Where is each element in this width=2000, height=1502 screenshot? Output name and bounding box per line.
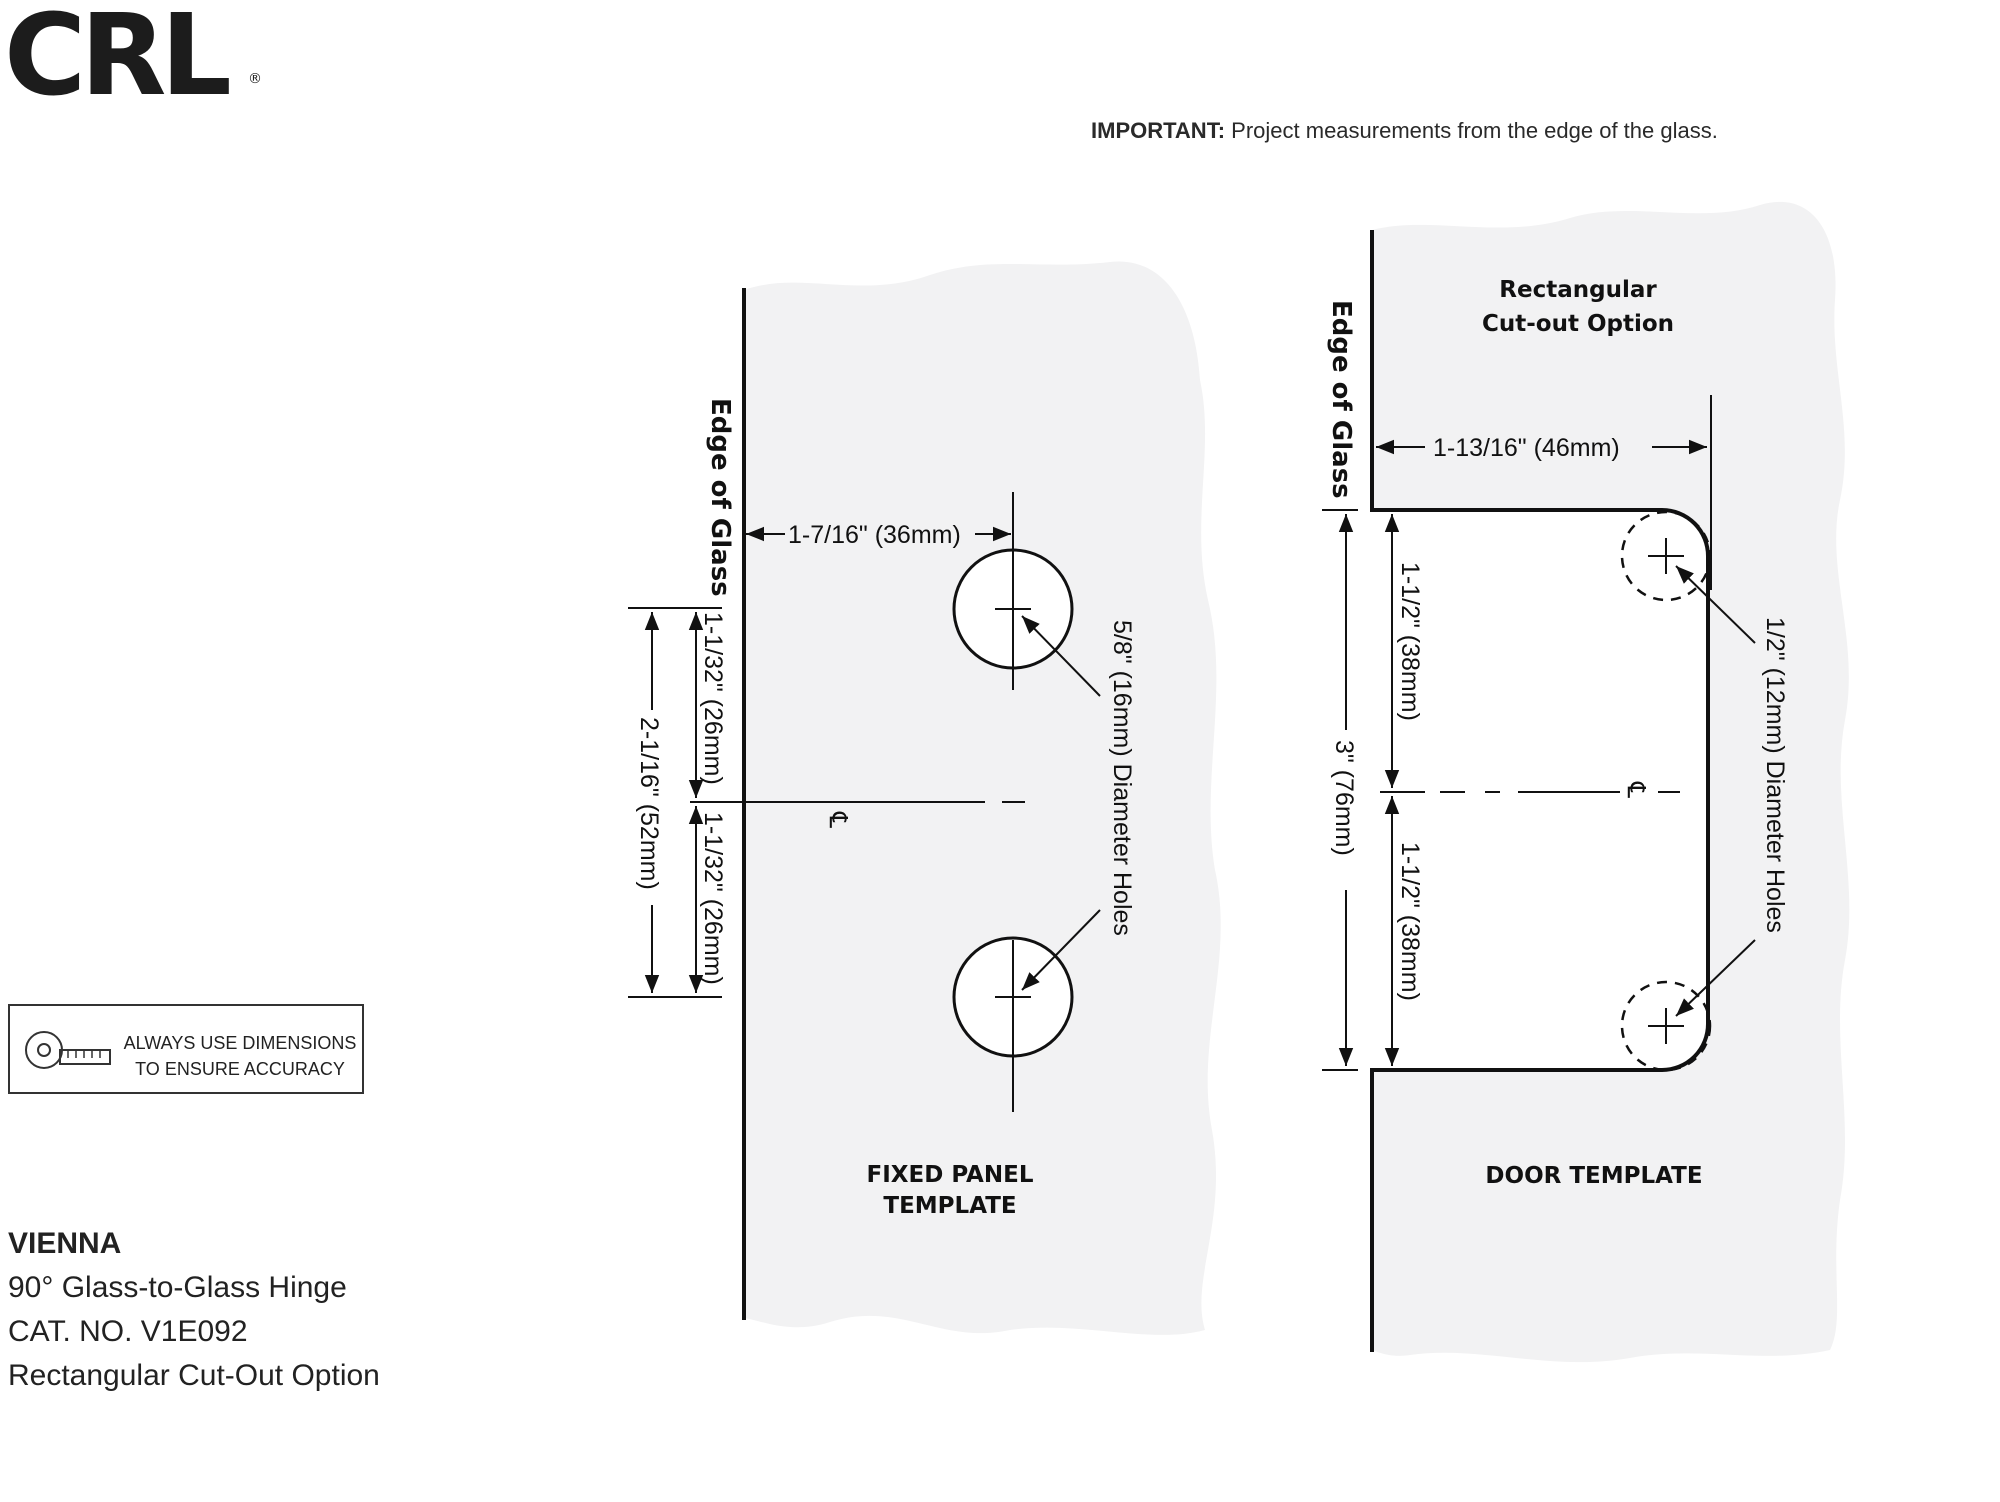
product-info: VIENNA 90° Glass-to-Glass Hinge CAT. NO.… (8, 1222, 380, 1398)
door-hole-lower (1620, 980, 1712, 1072)
product-name: VIENNA (8, 1227, 122, 1260)
product-description: 90° Glass-to-Glass Hinge (8, 1271, 347, 1304)
fixed-lower-dim: 1-1/32" (26mm) (699, 812, 727, 985)
door-lower-dim: 1-1/2" (38mm) (1396, 842, 1424, 1001)
fixed-hole-leader-upper (1021, 615, 1101, 697)
crl-logo: CRL ® (4, 0, 262, 112)
door-hole-crosshairs (1648, 538, 1684, 1044)
product-catalog-number: CAT. NO. V1E092 (8, 1315, 248, 1348)
important-text: Project measurements from the edge of th… (1231, 118, 1718, 143)
notice-line-1: ALWAYS USE DIMENSIONS (123, 1033, 357, 1053)
door-edge-label: Edge of Glass (1326, 300, 1356, 499)
door-upper-dim: 1-1/2" (38mm) (1396, 562, 1424, 721)
door-cutout (1372, 510, 1708, 1070)
registered-mark: ® (248, 71, 262, 87)
important-label: IMPORTANT: (1091, 118, 1226, 143)
door-cutout-title-line1: Rectangular (1499, 277, 1657, 303)
door-hole-upper (1620, 510, 1712, 602)
door-cutout-title-line2: Cut-out Option (1482, 311, 1674, 337)
important-note: IMPORTANT: Project measurements from the… (1091, 118, 1718, 144)
fixed-hole-leader-lower (1021, 909, 1101, 991)
door-template-title: DOOR TEMPLATE (1485, 1163, 1702, 1189)
notice-line-2: TO ENSURE ACCURACY (135, 1059, 345, 1079)
fixed-panel-title-line2: TEMPLATE (883, 1193, 1016, 1219)
product-option: Rectangular Cut-Out Option (8, 1359, 380, 1392)
door-hole-leader-lower (1675, 939, 1756, 1017)
door-hole-label: 1/2" (12mm) Diameter Holes (1761, 617, 1789, 933)
logo-text: CRL (4, 0, 232, 121)
fixed-offset-dim: 1-7/16" (36mm) (788, 521, 961, 549)
dimension-notice: ALWAYS USE DIMENSIONS TO ENSURE ACCURACY (8, 1004, 364, 1094)
door-depth-dim: 1-13/16" (46mm) (1433, 434, 1620, 462)
fixed-hole-label: 5/8" (16mm) Diameter Holes (1108, 620, 1136, 936)
door-hole-leader-upper (1675, 565, 1756, 644)
tape-measure-icon (25, 1031, 111, 1069)
fixed-upper-dim: 1-1/32" (26mm) (699, 612, 727, 785)
fixed-extension-lines (628, 607, 722, 998)
door-total-dim: 3" (76mm) (1330, 740, 1358, 856)
door-centerline-symbol: ℄ (1622, 781, 1650, 798)
fixed-edge-label: Edge of Glass (705, 398, 735, 597)
fixed-hole-crosshairs (995, 492, 1031, 1112)
door-extension-lines (1322, 509, 1400, 1071)
fixed-centerline-symbol: ℄ (824, 811, 852, 828)
fixed-panel-title-line1: FIXED PANEL (867, 1162, 1034, 1188)
fixed-total-dim: 2-1/16" (52mm) (635, 717, 663, 890)
fixed-panel-glass (744, 261, 1221, 1335)
